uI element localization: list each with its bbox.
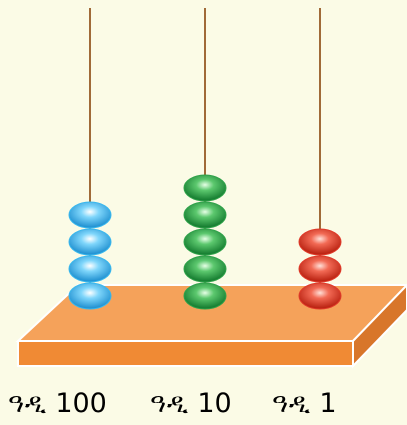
place-value-prefix: ዓዲ bbox=[8, 388, 48, 419]
board-front-face bbox=[17, 340, 354, 367]
bead-tens[interactable] bbox=[183, 174, 227, 202]
bead-stack-ones bbox=[298, 228, 342, 310]
bead-hundreds[interactable] bbox=[68, 255, 112, 283]
bead-ones[interactable] bbox=[298, 255, 342, 283]
bead-stack-tens bbox=[183, 174, 227, 310]
bead-tens[interactable] bbox=[183, 282, 227, 310]
bead-tens[interactable] bbox=[183, 255, 227, 283]
place-value-number: 100 bbox=[55, 388, 107, 419]
bead-ones[interactable] bbox=[298, 282, 342, 310]
bead-hundreds[interactable] bbox=[68, 282, 112, 310]
bead-stack-hundreds bbox=[68, 201, 112, 310]
place-value-number: 1 bbox=[319, 388, 337, 419]
bead-ones[interactable] bbox=[298, 228, 342, 256]
bead-hundreds[interactable] bbox=[68, 228, 112, 256]
bead-hundreds[interactable] bbox=[68, 201, 112, 229]
bead-tens[interactable] bbox=[183, 228, 227, 256]
place-value-prefix: ዓዲ bbox=[272, 388, 312, 419]
board-side-face bbox=[352, 283, 407, 369]
place-value-prefix: ዓዲ bbox=[150, 388, 190, 419]
bead-tens[interactable] bbox=[183, 201, 227, 229]
place-value-number: 10 bbox=[197, 388, 232, 419]
beads-layer bbox=[68, 174, 342, 310]
